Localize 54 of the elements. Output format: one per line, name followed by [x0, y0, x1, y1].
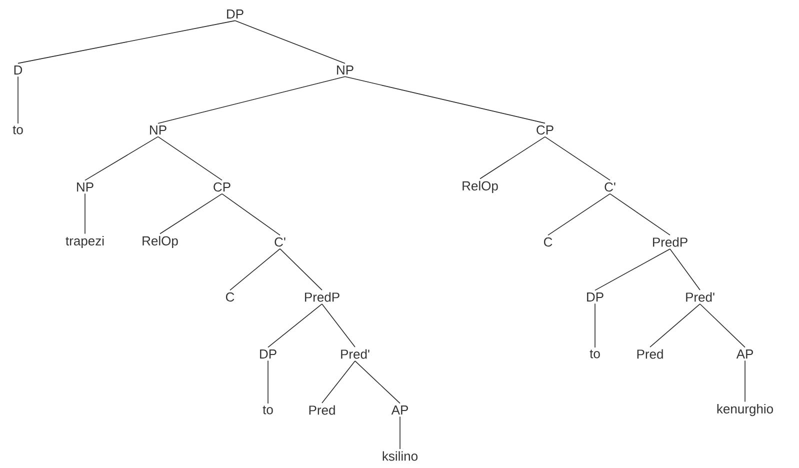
tree-branch: [268, 304, 322, 348]
tree-branch: [158, 136, 222, 181]
tree-branch: [222, 193, 280, 236]
tree-label: AP: [391, 406, 408, 414]
tree-branch: [700, 304, 746, 348]
tree-label: NP: [150, 126, 166, 134]
tree-branch: [744, 360, 746, 402]
tree-label: PredP: [305, 292, 340, 302]
tree-label: NP: [77, 182, 94, 192]
tree-branch: [354, 360, 400, 404]
tree-branch: [544, 136, 610, 181]
tree-branch: [610, 193, 670, 236]
tree-label: trapezi: [66, 236, 104, 248]
tree-label: kenurghio: [717, 404, 773, 416]
tree-label: C: [226, 292, 234, 302]
tree-label: CP: [214, 182, 230, 192]
tree-label: DP: [260, 350, 276, 358]
tree-label: ksilino: [382, 451, 418, 461]
tree-branch: [234, 20, 346, 64]
tree-branch: [230, 248, 280, 291]
tree-label: Pred: [309, 405, 335, 415]
tree-branch: [84, 193, 86, 234]
tree-label: PredP: [653, 237, 688, 247]
tree-label: Pred': [341, 349, 370, 359]
tree-branch: [322, 360, 356, 404]
tree-label: CP: [536, 125, 554, 135]
tree-branch: [548, 193, 610, 236]
tree-label: C': [274, 237, 286, 247]
tree-label: AP: [736, 350, 753, 358]
tree-branch: [594, 303, 596, 348]
tree-branch: [344, 76, 546, 124]
tree-branch: [322, 304, 356, 348]
tree-branch: [594, 248, 670, 291]
tree-label: NP: [337, 66, 354, 74]
tree-label: to: [12, 126, 23, 134]
tree-label: to: [590, 350, 600, 358]
tree-label: Pred': [686, 292, 714, 302]
tree-branch: [280, 248, 322, 290]
tree-label: C: [544, 237, 552, 247]
tree-label: DP: [587, 292, 604, 302]
tree-branch: [84, 136, 158, 181]
tree-label: D: [14, 66, 22, 74]
tree-label: C': [604, 182, 616, 192]
tree-label: Pred: [637, 349, 663, 359]
tree-label: DP: [227, 10, 244, 18]
tree-label: to: [262, 406, 273, 414]
tree-branch: [670, 248, 700, 290]
tree-branch: [158, 76, 346, 124]
tree-label: RelOp: [142, 236, 178, 248]
tree-branch: [650, 304, 700, 348]
tree-label: RelOp: [462, 180, 498, 194]
tree-branch: [160, 193, 222, 234]
tree-branch: [480, 136, 546, 180]
tree-branch: [18, 20, 236, 64]
